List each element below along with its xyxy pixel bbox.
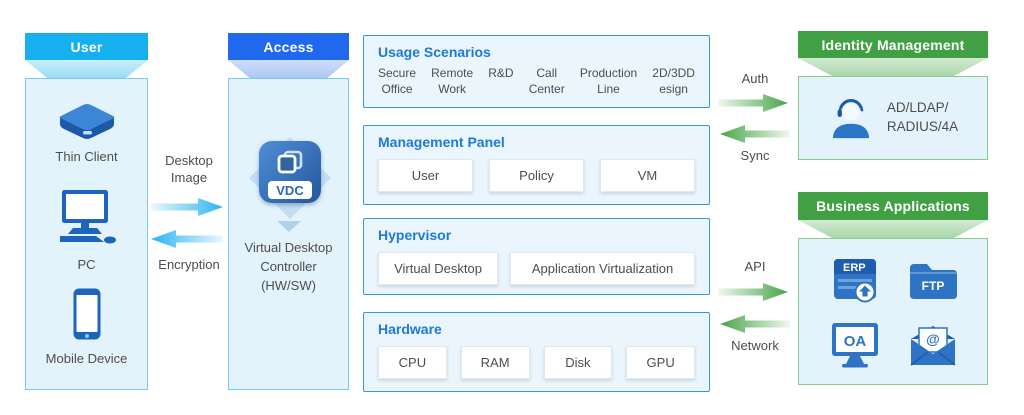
usage-scenarios-items: Secure Office Remote Work R&D Call Cente…	[378, 66, 695, 97]
erp-icon: ERP	[834, 259, 876, 303]
vdc-label: VDC	[268, 181, 312, 199]
email-icon: @	[910, 326, 956, 366]
hypervisor-title: Hypervisor	[378, 227, 452, 243]
pc-icon	[60, 190, 116, 244]
access-panel: VDC Virtual Desktop Controller (HW/SW)	[228, 78, 349, 390]
identity-header-beam	[798, 58, 988, 76]
hypervisor-box: Hypervisor Virtual Desktop Application V…	[363, 218, 710, 295]
vdc-icon: VDC	[229, 136, 351, 231]
thin-client-label: Thin Client	[55, 149, 118, 164]
mobile-device-icon	[73, 288, 101, 340]
encryption-arrow-left-icon	[151, 230, 223, 248]
encryption-label: Encryption	[158, 257, 220, 272]
user-panel: Thin Client PC Mobile Device	[25, 78, 148, 390]
network-arrow-left-icon	[720, 315, 790, 333]
chip-ram: RAM	[460, 346, 530, 379]
desktop-image-arrow-right-icon	[151, 198, 223, 216]
access-header-label: Access	[263, 38, 314, 55]
usage-item-production-line: Production Line	[579, 66, 638, 96]
network-label: Network	[731, 338, 779, 353]
access-header-beam	[228, 60, 349, 78]
user-header-label: User	[70, 38, 103, 55]
ftp-icon-label: FTP	[922, 279, 945, 293]
usage-item-remote-work: Remote Work	[431, 66, 474, 96]
oa-icon-label: OA	[844, 333, 867, 350]
chip-policy: Policy	[489, 159, 584, 192]
person-headset-icon	[832, 99, 870, 139]
email-icon-label: @	[926, 331, 940, 347]
erp-icon-label: ERP	[843, 262, 866, 274]
vdc-windows-glyph	[277, 150, 303, 174]
management-panel-title: Management Panel	[378, 134, 505, 150]
usage-item-rd: R&D	[488, 66, 514, 80]
chip-user: User	[378, 159, 473, 192]
user-header-beam	[25, 60, 148, 78]
chip-cpu: CPU	[378, 346, 447, 379]
management-panel-box: Management Panel User Policy VM	[363, 125, 710, 205]
usage-scenarios-box: Usage Scenarios Secure Office Remote Wor…	[363, 35, 710, 108]
mobile-device-label: Mobile Device	[45, 351, 128, 366]
identity-management-header: Identity Management	[798, 31, 988, 58]
usage-item-2d3d-design: 2D/3DD esign	[652, 66, 695, 96]
oa-monitor-icon: OA	[832, 323, 878, 368]
pc-label: PC	[77, 257, 96, 272]
business-header-beam	[798, 220, 988, 238]
auth-label: Auth	[741, 71, 769, 86]
vdc-pointer-triangle	[277, 221, 301, 232]
sync-arrow-left-icon	[720, 125, 790, 143]
identity-management-panel: AD/LDAP/ RADIUS/4A	[798, 76, 988, 160]
thin-client-icon	[59, 104, 115, 139]
vdc-icon-square: VDC	[259, 141, 321, 203]
access-caption: Virtual Desktop Controller (HW/SW)	[244, 240, 333, 293]
desktop-image-label: Desktop Image	[165, 153, 213, 185]
chip-gpu: GPU	[626, 346, 695, 379]
user-header: User	[25, 33, 148, 60]
auth-arrow-right-icon	[718, 94, 788, 112]
business-applications-header-label: Business Applications	[816, 198, 970, 214]
business-applications-panel: ERP FTP OA @	[798, 238, 988, 385]
usage-item-call-center: Call Center	[528, 66, 565, 96]
identity-protocols-text: AD/LDAP/ RADIUS/4A	[886, 100, 959, 134]
identity-management-header-label: Identity Management	[821, 36, 965, 53]
hardware-title: Hardware	[378, 321, 442, 337]
usage-item-secure-office: Secure Office	[378, 66, 417, 96]
hardware-box: Hardware CPU RAM Disk GPU	[363, 312, 710, 392]
chip-vm: VM	[600, 159, 695, 192]
usage-scenarios-title: Usage Scenarios	[378, 44, 491, 60]
chip-application-virtualization: Application Virtualization	[510, 252, 695, 285]
api-arrow-right-icon	[718, 283, 788, 301]
chip-disk: Disk	[543, 346, 613, 379]
api-label: API	[744, 259, 766, 274]
chip-virtual-desktop: Virtual Desktop	[378, 252, 499, 285]
access-header: Access	[228, 33, 349, 60]
business-applications-header: Business Applications	[798, 192, 988, 220]
sync-label: Sync	[740, 148, 770, 163]
ftp-folder-icon: FTP	[910, 264, 957, 299]
